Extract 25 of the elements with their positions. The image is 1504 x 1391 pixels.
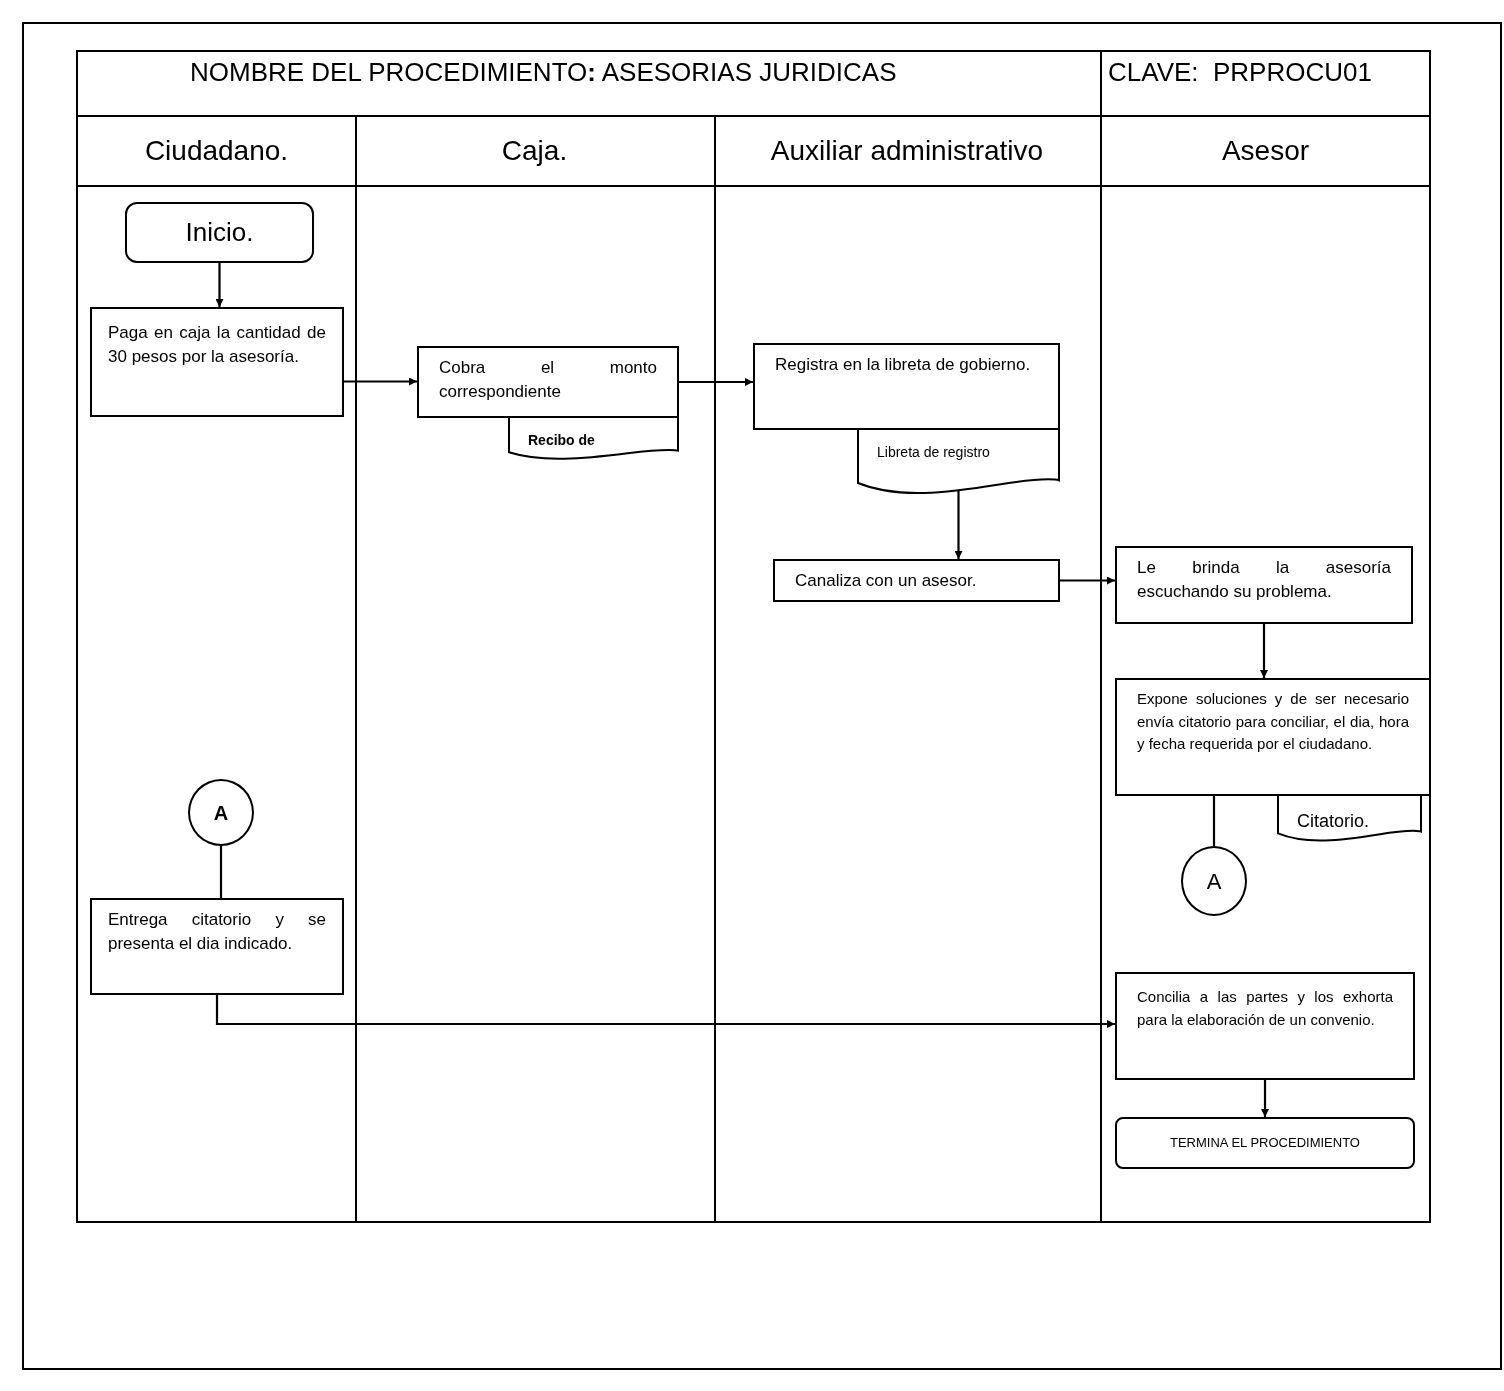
connector-circle: A <box>1181 846 1247 916</box>
arrow <box>954 489 963 559</box>
connector-line <box>219 846 223 898</box>
lane-header: Asesor <box>1221 137 1310 165</box>
start-terminal: Inicio. <box>125 202 314 263</box>
arrow <box>215 995 1115 1028</box>
end-terminal: TERMINA EL PROCEDIMIENTO <box>1115 1117 1415 1169</box>
arrow <box>344 377 417 386</box>
connector-circle: A <box>188 779 254 846</box>
arrow <box>1060 576 1115 585</box>
connector-line <box>1212 796 1216 846</box>
process-box: Le brinda la asesoría escuchando su problema. <box>1115 546 1413 624</box>
procedure-code: CLAVE: PRPROCU01 <box>1108 56 1372 89</box>
lane-header: Ciudadano. <box>144 137 289 165</box>
process-box: Concilia a las partes y los exhorta para la elaboración de un convenio. <box>1115 972 1415 1080</box>
arrow <box>1260 624 1268 678</box>
arrow <box>1261 1080 1269 1117</box>
arrow <box>215 263 224 307</box>
procedure-title: NOMBRE DEL PROCEDIMIENTO: ASESORIAS JURIDICAS <box>190 56 897 89</box>
lane-header: Caja. <box>501 137 568 165</box>
lane-header: Auxiliar administrativo <box>770 137 1044 165</box>
process-box: Paga en caja la cantidad de 30 pesos por la asesoría. <box>90 307 344 417</box>
process-box: Canaliza con un asesor. <box>773 559 1060 602</box>
process-box: Entrega citatorio y se presenta el dia indicado. <box>90 898 344 995</box>
arrow <box>679 378 753 386</box>
